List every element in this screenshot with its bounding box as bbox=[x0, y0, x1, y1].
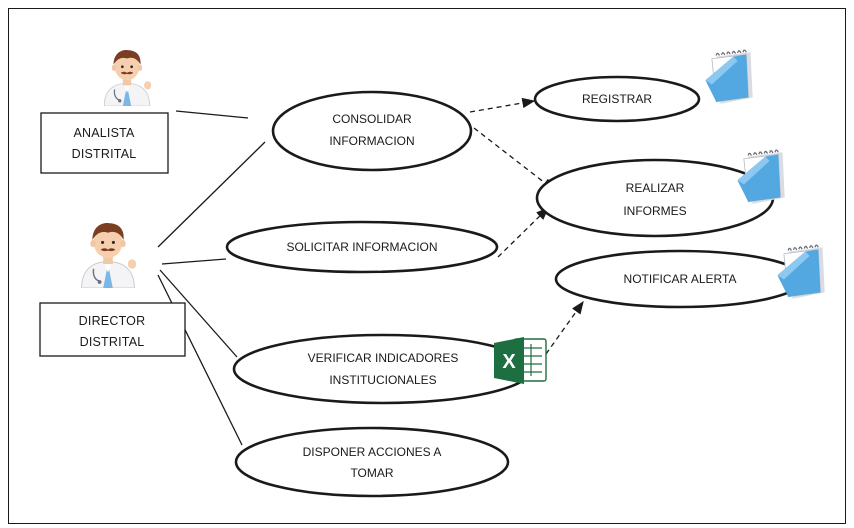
actor-label-line2: DISTRITAL bbox=[72, 147, 137, 161]
assoc-director-solicitar bbox=[161, 258, 227, 265]
actor-label-line2: DISTRITAL bbox=[80, 335, 145, 349]
use-case-label-line1: CONSOLIDAR bbox=[332, 112, 412, 126]
associations bbox=[157, 110, 266, 446]
use-case-label: NOTIFICAR ALERTA bbox=[624, 272, 737, 286]
use-case-solicitar: SOLICITAR INFORMACION bbox=[225, 220, 499, 274]
actor-box bbox=[40, 112, 169, 174]
use-case-disponer: DISPONER ACCIONES A TOMAR bbox=[234, 426, 510, 498]
dependencies bbox=[469, 97, 584, 355]
actor-label-line1: DIRECTOR bbox=[79, 314, 146, 328]
actor-label-line1: ANALISTA bbox=[73, 126, 135, 140]
use-case-label-line1: VERIFICAR INDICADORES bbox=[308, 351, 459, 365]
dep-consolidar-registrar bbox=[469, 97, 536, 113]
use-case-consolidar: CONSOLIDAR INFORMACION bbox=[271, 90, 473, 172]
use-case-registrar: REGISTRAR bbox=[533, 75, 701, 123]
excel-icon: X bbox=[494, 337, 547, 384]
actor-director: DIRECTOR DISTRITAL bbox=[39, 222, 186, 357]
assoc-director-consolidar bbox=[157, 141, 266, 248]
use-case-label-line2: TOMAR bbox=[350, 466, 393, 480]
use-case-label: SOLICITAR INFORMACION bbox=[286, 240, 437, 254]
dep-consolidar-realizar bbox=[473, 127, 556, 191]
use-case-label: REGISTRAR bbox=[582, 92, 652, 106]
assoc-director-verificar bbox=[159, 269, 238, 358]
use-case-label-line2: INFORMACION bbox=[329, 134, 414, 148]
use-case-label-line2: INSTITUCIONALES bbox=[329, 373, 436, 387]
use-case-notificar: NOTIFICAR ALERTA bbox=[554, 249, 806, 309]
actor-analista: ANALISTA DISTRITAL bbox=[40, 49, 169, 174]
dep-solicitar-realizar bbox=[497, 207, 549, 258]
use-case-label-line1: DISPONER ACCIONES A bbox=[303, 445, 442, 459]
use-case-verificar: VERIFICAR INDICADORES INSTITUCIONALES bbox=[232, 333, 534, 405]
dep-verificar-notificar bbox=[545, 300, 584, 355]
excel-letter: X bbox=[502, 351, 516, 373]
doctor-icon bbox=[80, 222, 137, 288]
assoc-analista-consolidar bbox=[175, 110, 249, 119]
use-case-label-line2: INFORMES bbox=[623, 204, 686, 218]
actor-box bbox=[39, 302, 186, 357]
assoc-director-disponer bbox=[157, 274, 243, 446]
notepad-icon bbox=[704, 49, 754, 105]
use-case-label-line1: REALIZAR bbox=[626, 181, 685, 195]
doctor-icon bbox=[103, 49, 152, 106]
use-case-realizar: REALIZAR INFORMES bbox=[535, 158, 775, 238]
